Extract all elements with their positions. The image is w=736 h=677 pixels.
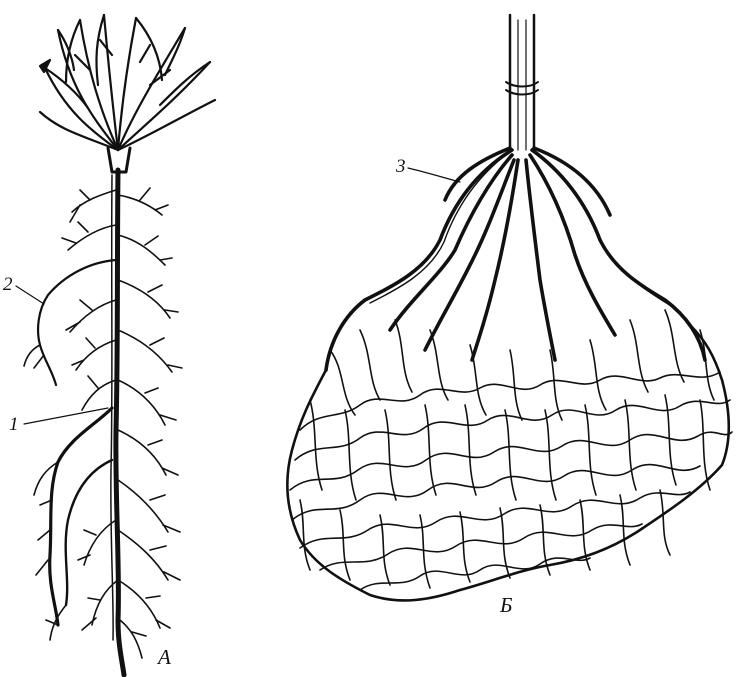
lateral-roots-right — [118, 188, 182, 658]
callout-number-2: 2 — [3, 274, 13, 295]
callout-leader-3 — [408, 168, 460, 182]
stem — [506, 15, 538, 150]
panel-label-b: Б — [499, 593, 512, 617]
callout-number-3: 3 — [395, 156, 406, 177]
panel-label-a: А — [156, 645, 171, 669]
taproot-system-drawing — [16, 15, 215, 675]
main-taproot — [116, 170, 124, 675]
callout-leader-2 — [16, 286, 44, 304]
fibrous-root-system-drawing — [287, 15, 732, 600]
leaf-rosette — [40, 15, 215, 150]
fibrous-root-mass — [290, 310, 732, 590]
callout-number-1: 1 — [9, 414, 19, 435]
adventitious-roots — [326, 148, 705, 370]
lateral-root-2 — [38, 260, 116, 385]
lateral-root-1 — [50, 408, 112, 625]
fibrous-root-outline — [287, 325, 728, 600]
